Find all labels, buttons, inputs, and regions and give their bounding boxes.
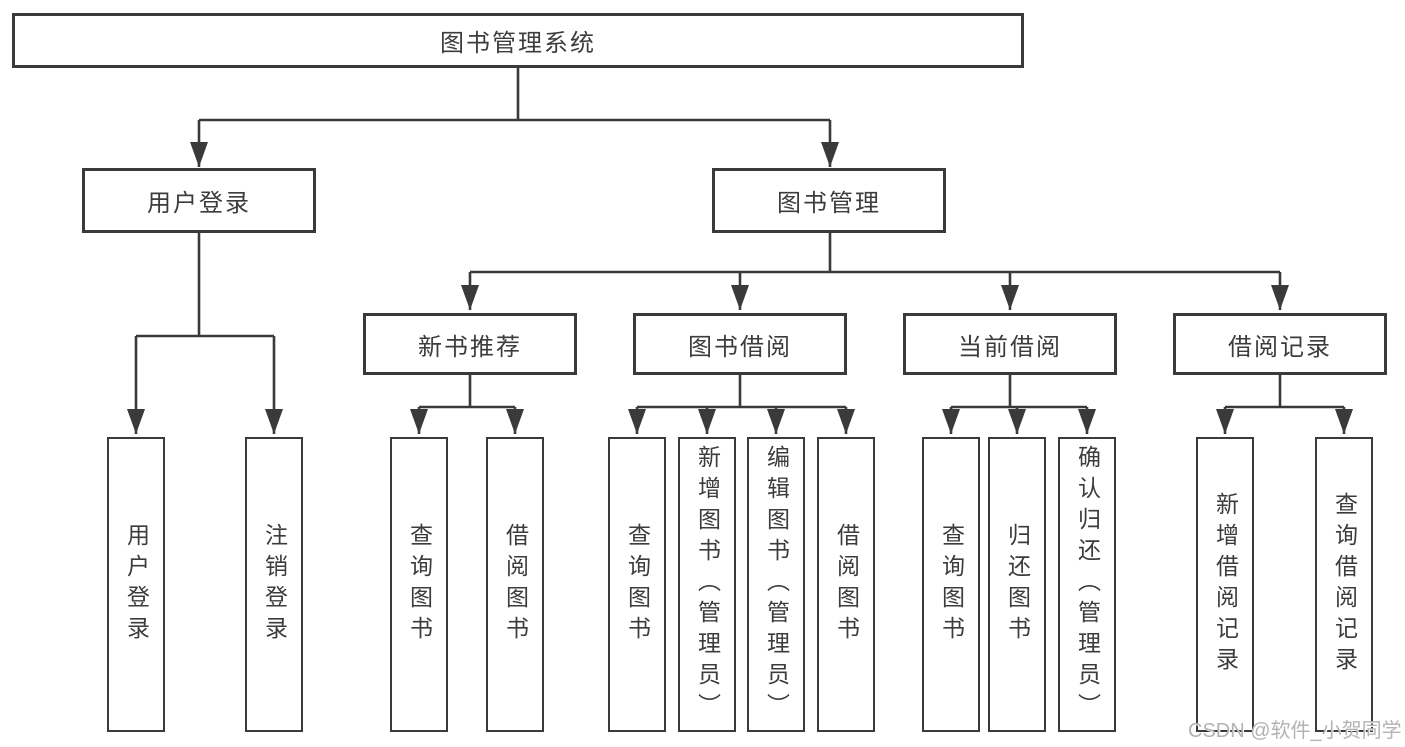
node-label: 编辑图书（管理员）	[763, 445, 790, 724]
node-label: 查询图书	[624, 522, 651, 647]
leaf-borrow-books: 借阅图书	[817, 437, 875, 732]
node-user-login: 用户登录	[82, 168, 316, 233]
node-label: 图书借阅	[688, 333, 792, 361]
leaf-borrow-books-recommend: 借阅图书	[486, 437, 544, 732]
connector-book-mgmt-to-level3	[461, 233, 1289, 310]
leaf-query-books-current: 查询图书	[922, 437, 980, 732]
node-label: 当前借阅	[958, 333, 1062, 361]
node-label: 新增借阅记录	[1212, 491, 1239, 678]
node-label: 借阅记录	[1228, 333, 1332, 361]
node-borrowing-records: 借阅记录	[1173, 313, 1387, 375]
node-book-management: 图书管理	[712, 168, 946, 233]
node-label: 归还图书	[1004, 522, 1031, 647]
connector-borrow-records-to-leaves	[1216, 375, 1353, 434]
connector-user-login-to-leaves	[127, 233, 283, 434]
csdn-watermark: CSDN @软件_小贺同学	[1188, 720, 1402, 742]
node-label: 查询图书	[406, 522, 433, 647]
connector-current-borrow-to-leaves	[942, 375, 1096, 434]
node-label: 查询借阅记录	[1331, 491, 1358, 678]
node-label: 图书管理系统	[440, 30, 596, 57]
node-label: 查询图书	[938, 522, 965, 647]
node-label: 确认归还（管理员）	[1074, 445, 1101, 724]
node-label: 用户登录	[147, 190, 251, 217]
leaf-return-books: 归还图书	[988, 437, 1046, 732]
connector-new-book-to-leaves	[410, 375, 524, 434]
connector-root-to-level2	[190, 68, 839, 167]
node-label: 借阅图书	[833, 522, 860, 647]
leaf-query-books-borrow: 查询图书	[608, 437, 666, 732]
node-label: 注销登录	[261, 522, 288, 647]
leaf-edit-books-admin: 编辑图书（管理员）	[747, 437, 805, 732]
leaf-add-borrow-record: 新增借阅记录	[1196, 437, 1254, 732]
leaf-add-books-admin: 新增图书（管理员）	[678, 437, 736, 732]
connector-book-borrow-to-leaves	[628, 375, 855, 434]
node-label: 用户登录	[123, 522, 150, 647]
node-label: 图书管理	[777, 190, 881, 217]
leaf-user-login: 用户登录	[107, 437, 165, 732]
leaf-query-books-recommend: 查询图书	[390, 437, 448, 732]
node-label: 新书推荐	[418, 333, 522, 361]
leaf-logout: 注销登录	[245, 437, 303, 732]
node-label: 借阅图书	[502, 522, 529, 647]
node-label: 新增图书（管理员）	[694, 445, 721, 724]
leaf-confirm-return-admin: 确认归还（管理员）	[1058, 437, 1116, 732]
node-current-borrowing: 当前借阅	[903, 313, 1117, 375]
node-root-system: 图书管理系统	[12, 13, 1024, 68]
node-new-book-recommend: 新书推荐	[363, 313, 577, 375]
leaf-query-borrow-record: 查询借阅记录	[1315, 437, 1373, 732]
node-book-borrowing: 图书借阅	[633, 313, 847, 375]
